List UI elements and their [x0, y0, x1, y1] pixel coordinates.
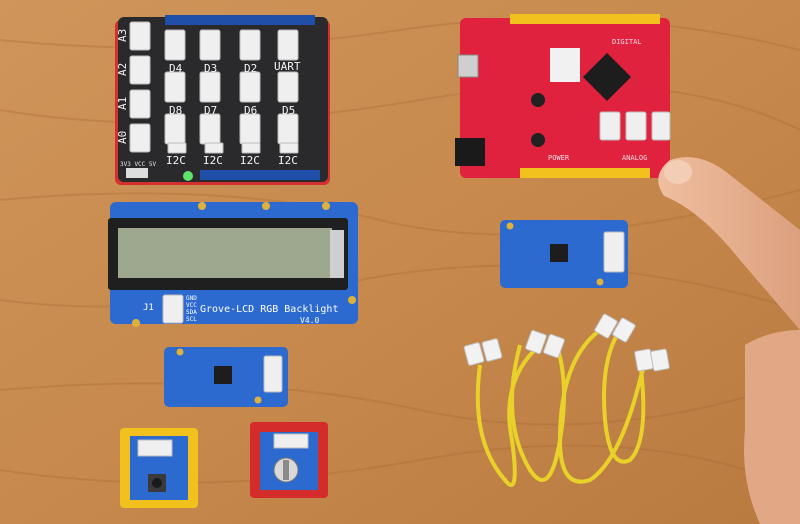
label-a0: A0 — [116, 131, 129, 144]
sensor-chip-left — [214, 366, 232, 384]
grove-lcd-module: Grove-LCD RGB Backlight V4.0 J1 GND VCC … — [108, 202, 358, 327]
grove-cables — [475, 328, 652, 487]
grove-sensor-module-right — [500, 220, 628, 288]
fingernail — [664, 160, 692, 184]
lcd-version-label: V4.0 — [300, 316, 319, 325]
lcd-connector — [162, 294, 184, 324]
lcd-name-label: Grove-LCD RGB Backlight — [200, 304, 338, 315]
label-i2c-1: I2C — [166, 154, 186, 167]
mount-hole-3 — [506, 222, 514, 230]
lcd-pin-sda: SDA — [186, 309, 197, 316]
arduino-power-header — [520, 168, 650, 178]
label-power-selector: 3V3 VCC 5V — [120, 161, 157, 168]
grove-sensor-module-left — [164, 347, 288, 407]
label-i2c-3: I2C — [240, 154, 260, 167]
shield-i2c-connectors — [167, 142, 299, 154]
label-d8: D8 — [169, 104, 182, 117]
cable-connectors — [463, 313, 670, 372]
label-d7: D7 — [204, 104, 217, 117]
label-d2: D2 — [244, 62, 257, 75]
button-connector — [137, 439, 173, 457]
mount-hole-4 — [596, 278, 604, 286]
pointing-finger — [658, 157, 800, 330]
qr-code — [550, 48, 580, 82]
lcd-right-tab — [330, 230, 344, 278]
capacitor-1 — [531, 93, 545, 107]
label-analog: ANALOG — [622, 154, 647, 162]
lcd-pin-scl: SCL — [186, 316, 197, 323]
arduino-digital-header — [510, 14, 660, 24]
lcd-j1-label: J1 — [143, 303, 154, 313]
label-uart: UART — [274, 60, 301, 73]
sensor-chip-right — [550, 244, 568, 262]
label-a1: A1 — [116, 97, 129, 110]
main-chip — [582, 52, 632, 102]
status-led — [183, 171, 193, 181]
usb-port — [457, 54, 479, 78]
rotary-connector — [273, 433, 309, 449]
label-d4: D4 — [169, 62, 183, 75]
dc-jack — [455, 138, 485, 166]
seeeduino-board: DIGITAL POWER ANALOG — [455, 14, 671, 178]
label-a3: A3 — [116, 29, 129, 42]
label-digital: DIGITAL — [612, 38, 642, 46]
label-a2: A2 — [116, 63, 129, 76]
capacitor-2 — [531, 133, 545, 147]
sensor-connector-right — [603, 231, 625, 273]
lcd-screen — [118, 228, 332, 278]
power-switch — [126, 168, 148, 178]
shield-top-header — [165, 15, 315, 25]
grove-base-shield: A3 A2 A1 A0 D4 D3 D2 UART D8 D7 D6 D5 I2… — [115, 15, 330, 185]
mount-hole-1 — [176, 348, 184, 356]
label-d5: D5 — [282, 104, 295, 117]
label-power: POWER — [548, 154, 570, 162]
shield-bottom-header — [200, 170, 320, 180]
label-d6: D6 — [244, 104, 257, 117]
grove-rotary-module — [250, 422, 328, 498]
arduino-grove-connectors — [599, 111, 671, 141]
grove-button-module — [120, 428, 198, 508]
sensor-connector-left — [263, 355, 283, 393]
hand — [658, 157, 800, 524]
mount-hole-2 — [254, 396, 262, 404]
label-d3: D3 — [204, 62, 217, 75]
palm — [744, 330, 800, 524]
shield-analog-connectors — [129, 21, 151, 153]
lcd-mounting-holes — [132, 202, 356, 327]
label-i2c-4: I2C — [278, 154, 298, 167]
lcd-pin-vcc: VCC — [186, 302, 197, 309]
lcd-pin-gnd: GND — [186, 295, 197, 302]
label-i2c-2: I2C — [203, 154, 223, 167]
